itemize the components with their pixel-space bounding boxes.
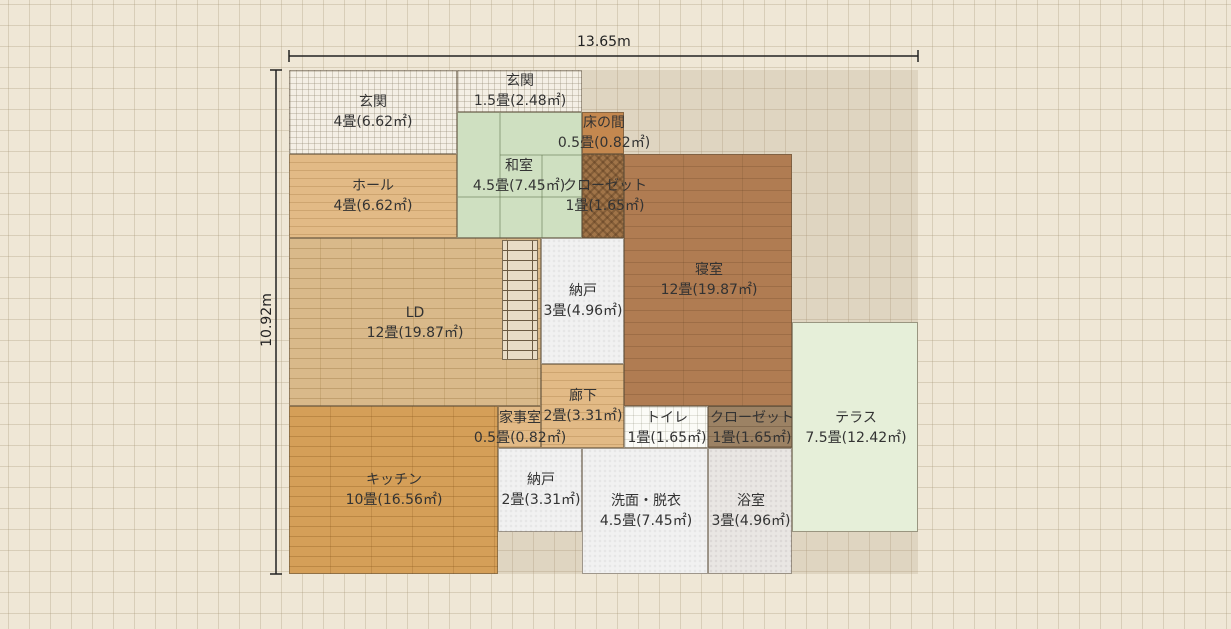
room-kajishitsu[interactable] <box>498 406 541 448</box>
room-terrace[interactable] <box>792 322 918 532</box>
room-kitchen[interactable] <box>289 406 498 574</box>
room-toilet[interactable] <box>624 406 708 448</box>
room-bedroom[interactable] <box>624 154 792 406</box>
room-corridor[interactable] <box>541 364 624 448</box>
staircase[interactable] <box>502 240 538 360</box>
room-tokonoma[interactable] <box>582 112 624 154</box>
room-closet-2[interactable] <box>708 406 792 448</box>
room-washitsu[interactable] <box>457 112 583 239</box>
room-senmen[interactable] <box>582 448 708 574</box>
height-dimension-label: 10.92m <box>258 293 275 347</box>
room-hall[interactable] <box>289 154 457 238</box>
room-nando-2[interactable] <box>498 448 582 532</box>
width-dimension-label: 13.65m <box>577 34 631 50</box>
room-genkan-1[interactable] <box>289 70 457 154</box>
room-nando-1[interactable] <box>541 238 624 364</box>
room-bathroom[interactable] <box>708 448 792 574</box>
exterior-shade-top <box>582 70 918 154</box>
tatami-lines <box>458 113 583 239</box>
room-closet-1[interactable] <box>582 154 624 238</box>
room-genkan-2[interactable] <box>457 70 582 112</box>
room-ld[interactable] <box>289 238 541 406</box>
exterior-shade-right <box>792 154 918 322</box>
